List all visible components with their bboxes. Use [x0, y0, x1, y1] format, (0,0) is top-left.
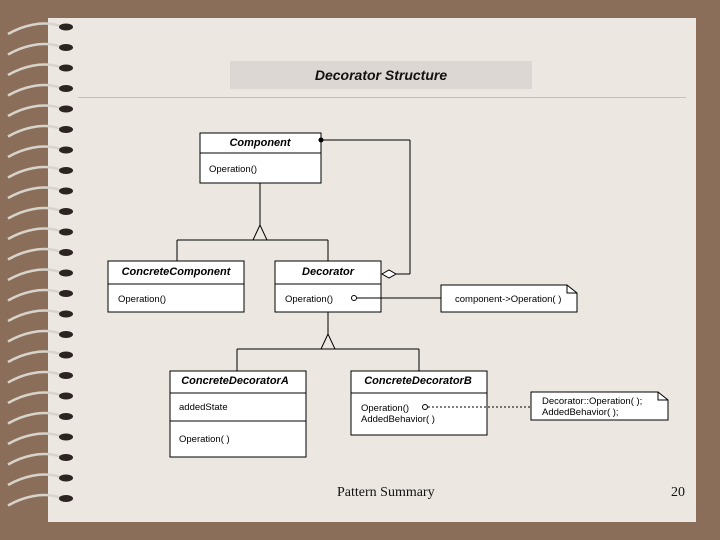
binding-ring	[7, 227, 73, 241]
decorator-class: Decorator Operation()	[274, 260, 382, 313]
component-class: Component Operation()	[199, 132, 322, 184]
binding-ring	[7, 391, 73, 405]
decorator-name: Decorator	[302, 266, 355, 278]
binding-ring	[7, 411, 73, 425]
concrete-decorator-b-class: ConcreteDecoratorB Operation() AddedBeha…	[350, 370, 488, 436]
concrete-decorator-a-class: ConcreteDecoratorA addedState Operation(…	[169, 370, 307, 458]
binding-ring	[7, 288, 73, 302]
b-note: Decorator::Operation( ); AddedBehavior( …	[530, 391, 669, 421]
concrete-decorator-a-attribute: addedState	[179, 402, 228, 413]
page-number: 20	[671, 485, 685, 500]
decorator-note-link	[351, 295, 441, 301]
binding-ring	[7, 350, 73, 364]
slide-title: Decorator Structure	[230, 61, 532, 89]
binding-ring	[7, 22, 73, 36]
binding-ring	[7, 42, 73, 56]
component-operation: Operation()	[209, 164, 257, 175]
spiral-binding	[7, 22, 73, 507]
title-divider	[78, 97, 686, 98]
binding-ring	[7, 206, 73, 220]
concrete-decorator-b-name: ConcreteDecoratorB	[364, 375, 472, 387]
concrete-component-name: ConcreteComponent	[122, 266, 232, 278]
decorator-operation: Operation()	[285, 294, 333, 305]
binding-ring	[7, 432, 73, 446]
concrete-decorator-a-name: ConcreteDecoratorA	[181, 375, 289, 387]
binding-ring	[7, 63, 73, 77]
footer-title: Pattern Summary	[337, 485, 435, 500]
binding-ring	[7, 186, 73, 200]
aggregation-connector	[318, 137, 411, 279]
concrete-component-operation: Operation()	[118, 294, 166, 305]
binding-ring	[7, 473, 73, 487]
binding-ring	[7, 452, 73, 466]
binding-ring	[7, 493, 73, 507]
binding-ring	[7, 124, 73, 138]
concrete-component-class: ConcreteComponent Operation()	[107, 260, 245, 313]
binding-ring	[7, 165, 73, 179]
concrete-decorator-a-operation: Operation( )	[179, 434, 230, 445]
decorator-note-text: component->Operation( )	[455, 294, 561, 305]
concrete-decorator-b-operation: Operation()	[361, 403, 409, 414]
binding-ring	[7, 145, 73, 159]
decorator-inheritance-connector	[236, 312, 420, 371]
binding-ring	[7, 104, 73, 118]
binding-ring	[7, 83, 73, 97]
binding-ring	[7, 370, 73, 384]
b-note-line-2: AddedBehavior( );	[542, 407, 619, 418]
binding-ring	[7, 329, 73, 343]
binding-ring	[7, 247, 73, 261]
b-note-link	[422, 404, 531, 410]
inheritance-connector	[176, 183, 329, 261]
concrete-decorator-b-added-behavior: AddedBehavior( )	[361, 414, 435, 425]
binding-ring	[7, 268, 73, 282]
decorator-note: component->Operation( )	[440, 284, 578, 313]
component-name: Component	[229, 137, 291, 149]
binding-ring	[7, 309, 73, 323]
b-note-line-1: Decorator::Operation( );	[542, 396, 642, 407]
